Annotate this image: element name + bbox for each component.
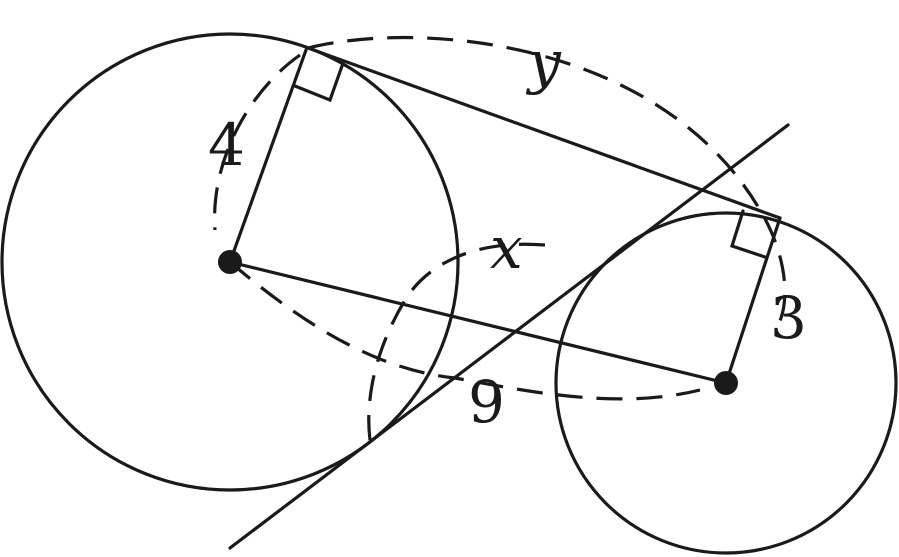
dashed-inner-curve xyxy=(228,260,701,401)
small-circle xyxy=(554,211,898,555)
large-circle xyxy=(0,32,460,492)
label-external-tangent-y: y xyxy=(525,28,562,96)
label-radius-small: 3 xyxy=(770,284,807,352)
dashed-left-arc xyxy=(212,53,301,231)
center-distance-segment xyxy=(228,260,728,385)
small-circle-center-dot xyxy=(714,371,738,395)
internal-tangent-line xyxy=(228,123,790,550)
label-internal-tangent-x: x xyxy=(490,214,523,282)
right-angle-marker-large xyxy=(293,64,344,103)
right-angle-marker-small xyxy=(730,209,767,259)
large-radius-segment xyxy=(228,48,308,264)
label-radius-large: 4 xyxy=(208,111,245,179)
large-circle-center-dot xyxy=(218,250,242,274)
dashed-mid-curve xyxy=(367,242,546,441)
label-center-distance: 9 xyxy=(468,368,505,436)
small-radius-segment xyxy=(724,216,782,385)
dashed-outer-arc xyxy=(307,35,787,331)
